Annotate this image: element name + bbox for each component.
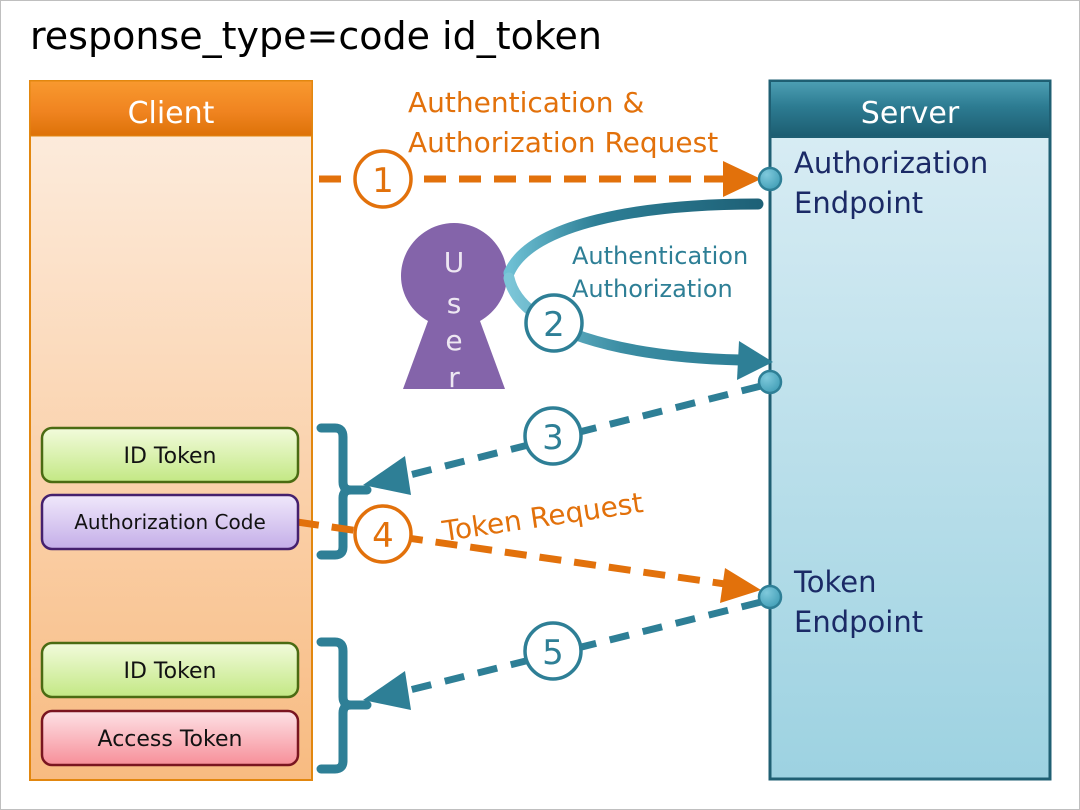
token-box-authorization-code: Authorization Code: [40, 493, 300, 551]
authorization-endpoint-line1: Authorization: [794, 146, 988, 180]
token-endpoint-line2: Endpoint: [794, 605, 923, 639]
id-token-bottom-rect: [40, 641, 300, 699]
step-3-badge: [523, 406, 583, 466]
step-1-badge: [353, 149, 413, 209]
authorization-endpoint-line2: Endpoint: [794, 186, 923, 220]
user-letter-0: U: [444, 246, 465, 279]
server-body: [768, 79, 1052, 781]
user-keyhole-icon: U s e r: [401, 223, 507, 394]
user-letter-2: e: [445, 324, 462, 357]
id-token-top-label: ID Token: [123, 444, 216, 469]
step-2-arrowhead: [737, 341, 773, 380]
step-2-curve-inbound: [503, 198, 764, 279]
token-box-id-token-bottom: ID Token: [40, 641, 300, 699]
user-shape: [401, 223, 507, 389]
step-1-label-line1: Authentication &: [408, 86, 644, 119]
step-4-flow: 4 Token Request: [296, 486, 761, 603]
step-4-number: 4: [372, 516, 394, 556]
step-1-number: 1: [372, 161, 394, 201]
step-5-number: 5: [542, 633, 564, 673]
user-letter-3: r: [448, 361, 460, 394]
step-3-flow: 3: [363, 382, 762, 495]
server-box: Server Authorization Endpoint Token Endp…: [768, 79, 1052, 781]
client-header: [29, 80, 313, 137]
token-box-access-token: Access Token: [40, 709, 300, 767]
client-header-label: Client: [128, 96, 215, 131]
step-2-flow: 2 Authentication Authorization: [503, 198, 773, 380]
server-dot-auth-response: [757, 369, 783, 395]
step-5-badge: [523, 621, 583, 681]
step-5-flow: 5: [363, 598, 762, 710]
authorization-code-label: Authorization Code: [74, 510, 266, 534]
id-token-bottom-label: ID Token: [123, 659, 216, 684]
token-endpoint-line1: Token: [793, 565, 877, 599]
access-token-rect: [40, 709, 300, 767]
step-2-curve-outbound: [503, 272, 747, 366]
server-dot-authorization-endpoint: [757, 166, 783, 192]
step-4-badge: [353, 504, 413, 564]
user-letter-1: s: [447, 287, 462, 320]
step-4-arrowhead: [720, 568, 761, 603]
step-1-flow: 1 Authentication & Authorization Request: [319, 86, 761, 209]
step-2-badge: [524, 293, 584, 353]
server-header: [769, 80, 1051, 138]
step-1-label-line2: Authorization Request: [408, 126, 718, 159]
step-4-label: Token Request: [439, 486, 645, 548]
step-3-number: 3: [542, 418, 564, 458]
id-token-top-rect: [40, 426, 300, 484]
token-box-id-token-top: ID Token: [40, 426, 300, 484]
access-token-label: Access Token: [98, 727, 243, 752]
step-3-arrowhead: [363, 456, 411, 495]
step-5-arrowhead: [363, 671, 411, 710]
authorization-code-rect: [40, 493, 300, 551]
server-header-label: Server: [861, 96, 960, 131]
server-dot-token-endpoint: [757, 584, 783, 610]
step-2-label-line1: Authentication: [572, 242, 748, 270]
token-group-brace-top: [316, 423, 372, 560]
step-1-arrowhead: [723, 161, 761, 197]
step-2-number: 2: [543, 305, 565, 345]
token-group-brace-bottom: [316, 637, 372, 774]
step-2-label-line2: Authorization: [572, 275, 733, 303]
page-title: response_type=code id_token: [30, 14, 602, 58]
